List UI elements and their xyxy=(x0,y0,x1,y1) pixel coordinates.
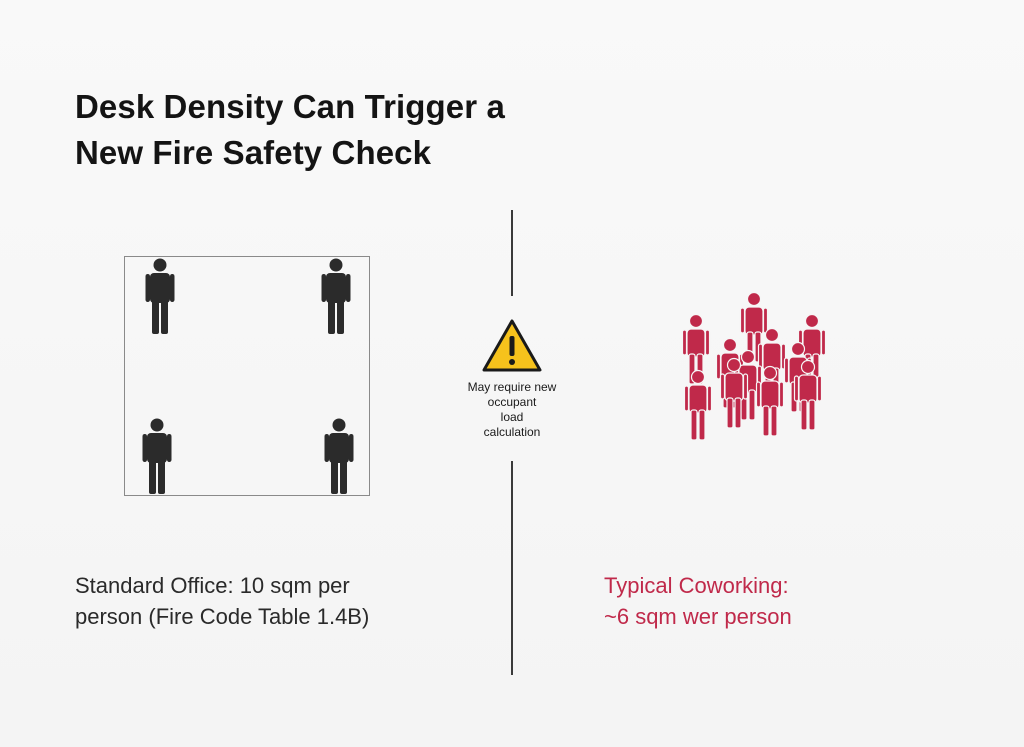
warning-note: May require new occupant load calculatio… xyxy=(452,380,572,440)
warning-note-line: May require new xyxy=(467,380,557,394)
caption-line: ~6 sqm wer person xyxy=(604,604,792,629)
person-icon xyxy=(142,418,172,494)
person-icon xyxy=(145,258,175,334)
warning-triangle-icon xyxy=(482,319,542,372)
caption-line: Standard Office: 10 sqm per xyxy=(75,573,350,598)
warning-note-line: occupant xyxy=(487,395,537,409)
divider-bottom xyxy=(511,461,513,675)
warning-note-line: calculation xyxy=(483,425,541,439)
coworking-crowd xyxy=(681,291,827,441)
standard-office-caption: Standard Office: 10 sqm per person (Fire… xyxy=(75,570,369,632)
title-line-1: Desk Density Can Trigger a xyxy=(75,88,505,125)
caption-line: Typical Coworking: xyxy=(604,573,789,598)
divider-top xyxy=(511,210,513,296)
title-line-2: New Fire Safety Check xyxy=(75,134,432,171)
warning-note-line: load xyxy=(500,410,524,424)
caption-line: person (Fire Code Table 1.4B) xyxy=(75,604,370,629)
person-icon xyxy=(321,258,351,334)
person-icon xyxy=(324,418,354,494)
coworking-caption: Typical Coworking: ~6 sqm wer person xyxy=(604,570,792,632)
standard-office-room xyxy=(124,256,370,496)
